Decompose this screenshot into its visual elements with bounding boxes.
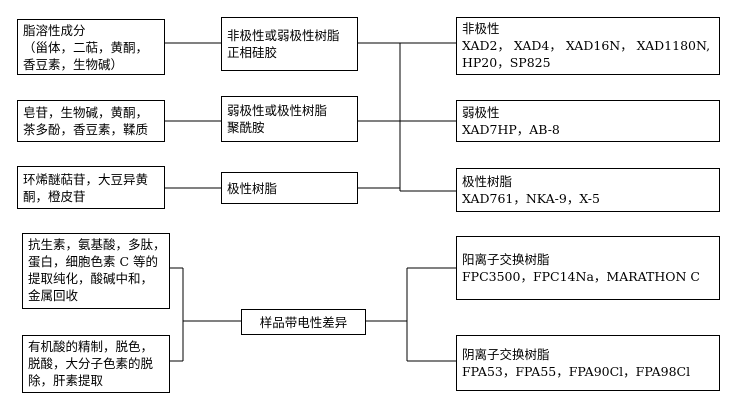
text-line: FPC3500，FPC14Na，MARATHON C	[462, 269, 700, 284]
box-polar-resin: 极性树脂	[221, 172, 358, 204]
box-antibiotics-amino-acids: 抗生素，氨基酸，多肽， 蛋白，细胞色素 C 等的 提取纯化，酸碱中和， 金属回收	[22, 233, 170, 309]
text-line: 除，肝素提取	[28, 373, 104, 388]
text-line: 酮，橙皮苷	[23, 188, 86, 204]
box-saponins-alkaloids: 皂苷，生物碱，黄酮， 茶多酚，香豆素，鞣质	[17, 100, 165, 142]
text-line: 金属回收	[28, 288, 79, 303]
box-polar-resins: 极性树脂 XAD761，NKA-9，X-5	[456, 168, 720, 212]
box-nonpolar-resins: 非极性 XAD2， XAD4， XAD16N， XAD1180N, HP20，S…	[456, 17, 720, 75]
text-line: 蛋白，细胞色素 C 等的	[28, 254, 159, 269]
box-sample-charge-difference: 样品带电性差异	[241, 309, 366, 335]
text-line: XAD2， XAD4， XAD16N， XAD1180N,	[462, 38, 711, 53]
text-line: 环烯醚萜苷，大豆异黄	[23, 171, 149, 187]
text-line: 脂溶性成分	[23, 23, 86, 38]
text-line: 非极性或弱极性树脂	[227, 28, 340, 43]
text-line: （甾体，二萜，黄酮，	[23, 40, 149, 55]
box-anion-exchange-resins: 阴离子交换树脂 FPA53，FPA55，FPA90Cl，FPA98Cl	[456, 335, 720, 391]
text-line: HP20，SP825	[462, 55, 551, 70]
text-line: 抗生素，氨基酸，多肽，	[28, 237, 166, 252]
text-line: 弱极性	[462, 105, 500, 120]
text-line: 脱酸，大分子色素的脱	[28, 356, 154, 371]
text-line: 阴离子交换树脂	[462, 347, 550, 362]
text-line: 阳离子交换树脂	[462, 252, 550, 267]
text-line: FPA53，FPA55，FPA90Cl，FPA98Cl	[462, 364, 691, 379]
text-line: 样品带电性差异	[259, 314, 348, 330]
text-line: 香豆素，生物碱）	[23, 57, 124, 72]
text-line: 非极性	[462, 21, 500, 36]
box-lipophilic-components: 脂溶性成分 （甾体，二萜，黄酮， 香豆素，生物碱）	[17, 19, 165, 75]
text-line: 茶多酚，香豆素，鞣质	[23, 122, 149, 137]
box-weakpolar-resins: 弱极性 XAD7HP，AB-8	[456, 100, 720, 142]
text-line: 聚酰胺	[227, 120, 265, 135]
text-line: XAD7HP，AB-8	[462, 122, 560, 137]
text-line: XAD761，NKA-9，X-5	[462, 191, 600, 206]
box-nonpolar-weakpolar-resin: 非极性或弱极性树脂 正相硅胶	[221, 17, 358, 71]
box-cation-exchange-resins: 阳离子交换树脂 FPC3500，FPC14Na，MARATHON C	[456, 236, 720, 300]
text-line: 弱极性或极性树脂	[227, 103, 328, 118]
text-line: 极性树脂	[227, 180, 278, 196]
box-iridoid-glycosides: 环烯醚萜苷，大豆异黄 酮，橙皮苷	[17, 166, 165, 209]
text-line: 提取纯化，酸碱中和，	[28, 271, 154, 286]
box-organic-acid-refining: 有机酸的精制，脱色， 脱酸，大分子色素的脱 除，肝素提取	[22, 335, 170, 393]
text-line: 皂苷，生物碱，黄酮，	[23, 105, 149, 120]
text-line: 极性树脂	[462, 174, 513, 189]
box-weakpolar-polar-resin: 弱极性或极性树脂 聚酰胺	[221, 96, 358, 142]
text-line: 有机酸的精制，脱色，	[28, 339, 154, 354]
text-line: 正相硅胶	[227, 45, 278, 60]
